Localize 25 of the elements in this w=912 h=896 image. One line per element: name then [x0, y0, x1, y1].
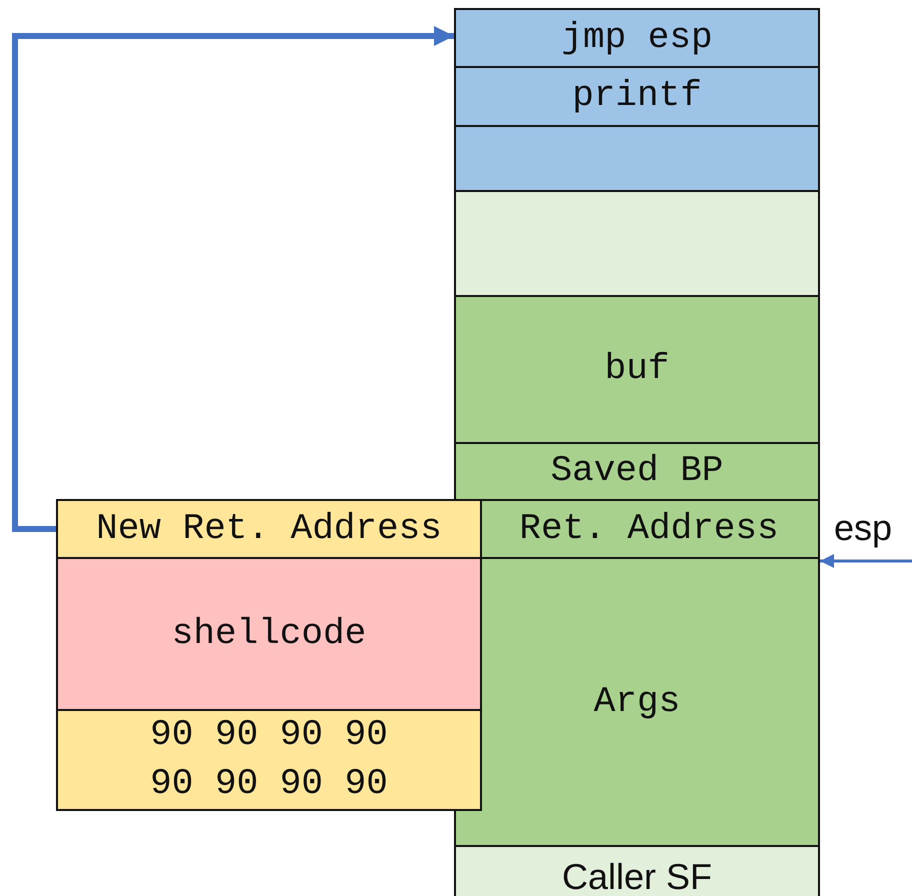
pointer-label: esp [834, 506, 892, 550]
slot-label: Saved BP [550, 449, 724, 494]
stack-slot [454, 66, 820, 127]
slot-label: printf [572, 74, 702, 118]
payload-slot [56, 709, 482, 811]
slot-label: buf [604, 347, 670, 392]
stack-slot [454, 8, 820, 68]
stack-slot [480, 499, 820, 559]
payload-slot [56, 557, 482, 711]
slot-label: Ret. Address [519, 506, 779, 551]
payload-slot [56, 499, 482, 559]
slot-label: 90 90 90 90 90 90 90 90 [149, 713, 389, 806]
stack-slot [454, 557, 820, 847]
slot-label: New Ret. Address [96, 506, 442, 551]
stack-slot [454, 125, 820, 192]
stack-slot [454, 295, 820, 444]
slot-label: jmp esp [561, 16, 713, 60]
slot-label: Args [594, 680, 680, 724]
arrow [12, 26, 454, 532]
slot-label: Caller SF [562, 855, 712, 896]
stack-slot [454, 442, 820, 501]
stack-slot [454, 845, 820, 896]
slot-label: shellcode [172, 612, 366, 656]
arrow [820, 554, 912, 568]
stack-slot [454, 190, 820, 297]
